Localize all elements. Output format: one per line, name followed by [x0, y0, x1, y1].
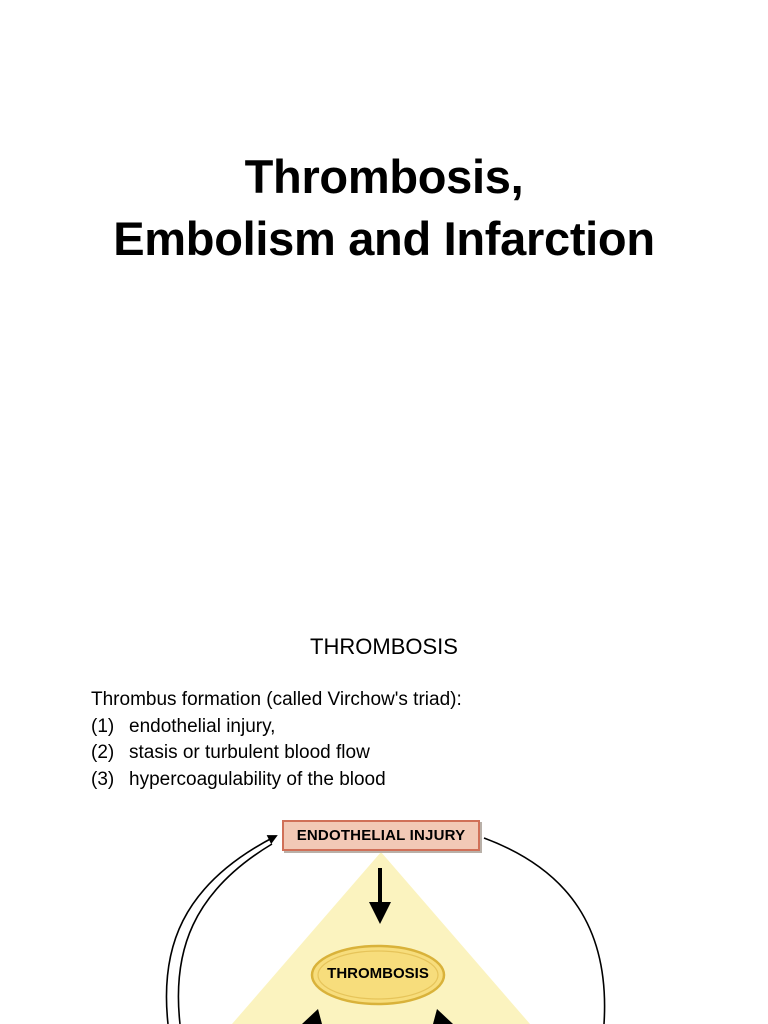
triad-item-2: (2) stasis or turbulent blood flow — [91, 740, 462, 767]
slide-title: Thrombosis, Embolism and Infarction — [0, 146, 768, 270]
triad-intro: Thrombus formation (called Virchow's tri… — [91, 689, 462, 710]
triad-item-text: endothelial injury, — [129, 715, 276, 737]
right-outer-curve — [483, 837, 606, 1024]
thrombosis-oval-label: THROMBOSIS — [327, 965, 429, 982]
triad-item-text: hypercoagulability of the blood — [129, 768, 386, 790]
section-heading: THROMBOSIS — [310, 634, 458, 659]
endothelial-injury-box: ENDOTHELIAL INJURY — [282, 820, 480, 851]
triad-item-3: (3) hypercoagulability of the blood — [91, 767, 462, 794]
down-arrow-head — [369, 902, 391, 924]
title-line-1: Thrombosis, — [244, 150, 524, 203]
triad-item-text: stasis or turbulent blood flow — [129, 742, 370, 763]
title-line-2: Embolism and Infarction — [113, 212, 655, 265]
triad-triangle — [232, 852, 530, 1024]
triad-item-number: (2) — [91, 742, 115, 763]
thrombosis-oval-inner — [317, 950, 439, 1000]
triad-item-1: (1) endothelial injury, — [91, 714, 462, 741]
virchow-triad-list: Thrombus formation (called Virchow's tri… — [91, 687, 462, 793]
left-outer-curve — [165, 835, 278, 1024]
lower-left-arrow-head — [302, 1009, 322, 1024]
left-inner-curve — [177, 843, 273, 1024]
triad-item-number: (3) — [91, 768, 115, 790]
virchow-triad-diagram: ENDOTHELIAL INJURY THROMBOSIS — [0, 800, 768, 1024]
diagram-graphics — [165, 835, 606, 1024]
thrombosis-oval-outer — [310, 944, 446, 1006]
triad-item-number: (1) — [91, 715, 115, 737]
lower-right-arrow-head — [433, 1009, 453, 1024]
